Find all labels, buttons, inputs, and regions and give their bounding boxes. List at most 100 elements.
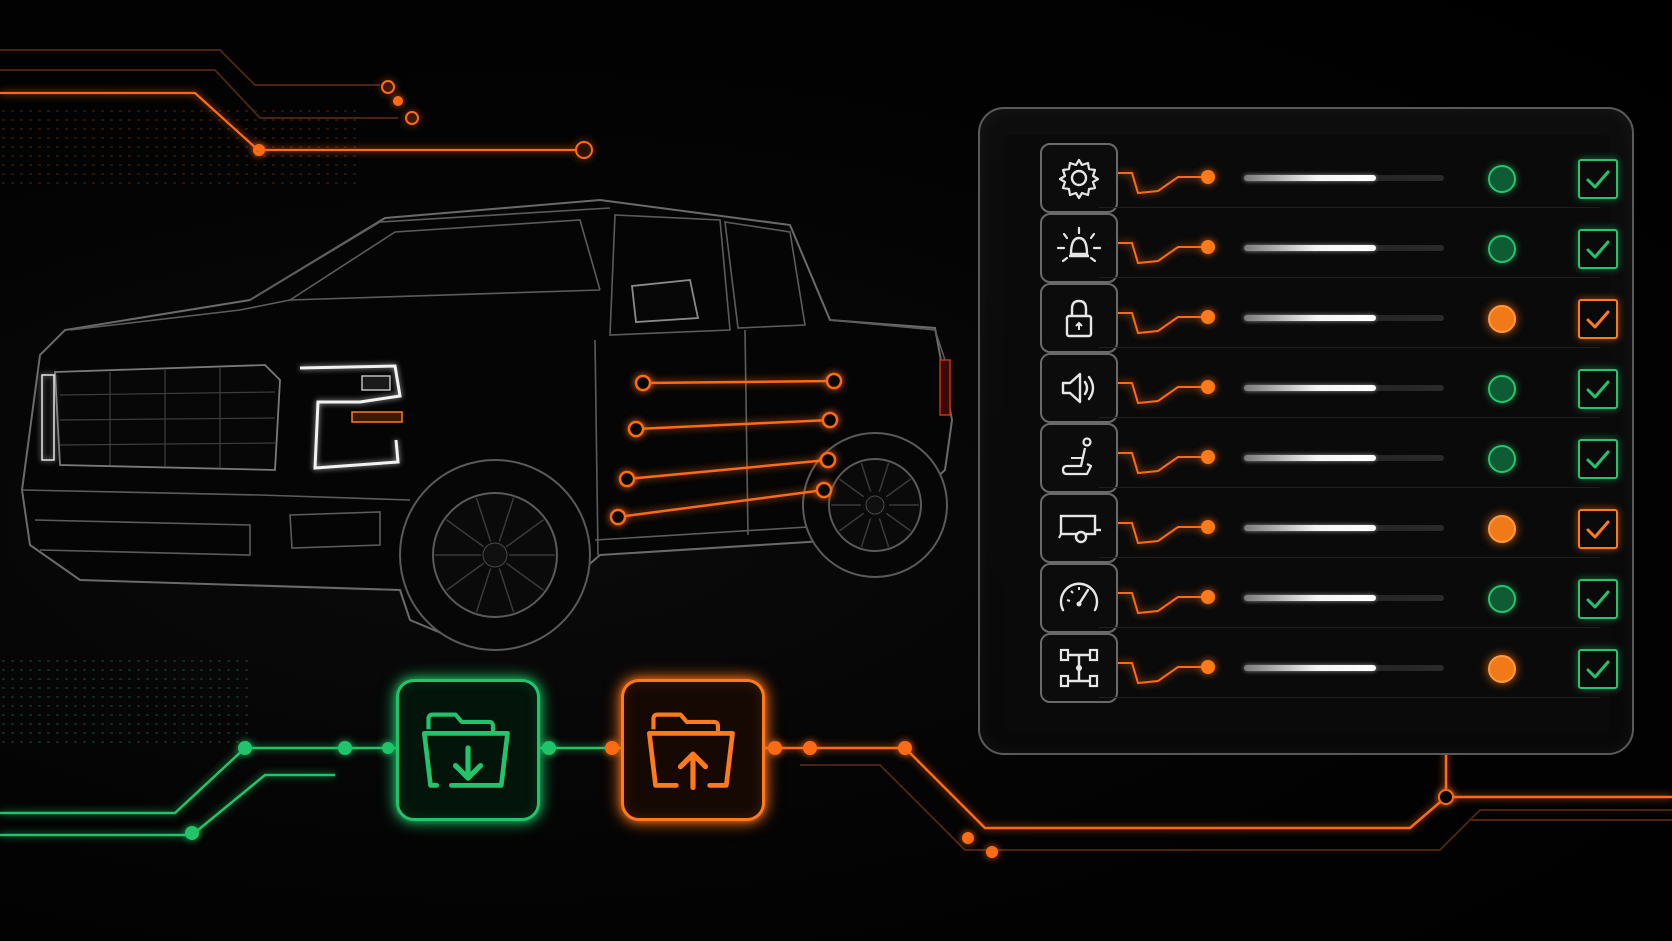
diagnostic-row[interactable]	[1004, 485, 1618, 563]
grid-dot	[164, 714, 167, 716]
level-slider[interactable]	[1244, 595, 1444, 601]
grid-dot	[128, 128, 131, 130]
grid-dot	[146, 714, 149, 716]
diagnostic-row[interactable]	[1004, 415, 1618, 493]
truck-rear-window	[724, 221, 806, 329]
grid-dot	[200, 128, 203, 130]
grid-dot	[74, 741, 77, 743]
grid-dot	[299, 155, 302, 157]
grid-dot	[137, 119, 140, 121]
level-slider[interactable]	[1244, 245, 1444, 251]
row-checkbox[interactable]	[1578, 159, 1618, 199]
row-checkbox[interactable]	[1578, 509, 1618, 549]
row-checkbox[interactable]	[1578, 649, 1618, 689]
diagnostic-icon-tile	[1040, 423, 1118, 493]
grid-dot	[74, 714, 77, 716]
grid-dot	[164, 164, 167, 166]
checkmark-icon	[1586, 520, 1610, 539]
grid-dot	[245, 119, 248, 121]
row-checkbox[interactable]	[1578, 369, 1618, 409]
diagnostic-row[interactable]	[1004, 345, 1618, 423]
grid-dot	[173, 687, 176, 689]
grid-dot	[200, 137, 203, 139]
grid-dot	[11, 155, 14, 157]
grid-dot	[92, 110, 95, 112]
grid-dot	[182, 732, 185, 734]
grid-dot	[200, 669, 203, 671]
grid-dot	[101, 678, 104, 680]
folder-upload-tile[interactable]	[621, 679, 765, 821]
grid-dot	[29, 660, 32, 662]
grid-dot	[155, 678, 158, 680]
diagnostic-row[interactable]	[1004, 555, 1618, 633]
grid-dot	[47, 173, 50, 175]
trace-node	[185, 826, 199, 840]
grid-dot	[56, 741, 59, 743]
grid-dot	[65, 669, 68, 671]
level-slider[interactable]	[1244, 385, 1444, 391]
grid-dot	[227, 660, 230, 662]
grid-dot	[92, 669, 95, 671]
grid-dot	[56, 164, 59, 166]
trace-node	[338, 741, 352, 755]
grid-dot	[110, 723, 113, 725]
grid-dot	[83, 741, 86, 743]
grid-dot	[38, 696, 41, 698]
grid-dot	[128, 182, 131, 184]
grid-dot	[20, 119, 23, 121]
grid-dot	[173, 732, 176, 734]
grid-dot	[119, 155, 122, 157]
grid-dot	[146, 678, 149, 680]
grid-dot	[236, 146, 239, 148]
grid-dot	[263, 182, 266, 184]
grid-dot	[38, 137, 41, 139]
diagnostic-row[interactable]	[1004, 205, 1618, 283]
grid-dot	[335, 173, 338, 175]
grid-dot	[173, 182, 176, 184]
level-slider[interactable]	[1244, 455, 1444, 461]
grid-dot	[20, 687, 23, 689]
grid-dot	[308, 173, 311, 175]
truck-fog-housing	[289, 511, 381, 549]
grid-dot	[101, 723, 104, 725]
grid-dot	[74, 155, 77, 157]
grid-dot	[209, 660, 212, 662]
row-checkbox[interactable]	[1578, 229, 1618, 269]
diagnostic-row[interactable]	[1004, 625, 1618, 703]
grid-dot	[38, 182, 41, 184]
grid-dot	[317, 155, 320, 157]
level-slider[interactable]	[1244, 525, 1444, 531]
trace-node	[253, 144, 265, 156]
trace-node	[1438, 789, 1454, 805]
grid-dot	[218, 660, 221, 662]
checkmark-icon	[1586, 310, 1610, 329]
grid-dot	[29, 137, 32, 139]
folder-download-tile[interactable]	[396, 679, 540, 821]
grid-dot	[155, 705, 158, 707]
grid-dot	[191, 696, 194, 698]
level-slider[interactable]	[1244, 315, 1444, 321]
grid-dot	[245, 182, 248, 184]
diagnostic-row[interactable]	[1004, 135, 1618, 213]
grid-dot	[317, 119, 320, 121]
row-checkbox[interactable]	[1578, 299, 1618, 339]
grid-dot	[74, 173, 77, 175]
grid-dot	[137, 669, 140, 671]
wheel-spoke	[505, 562, 544, 591]
grid-dot	[137, 660, 140, 662]
row-checkbox[interactable]	[1578, 579, 1618, 619]
diagnostic-row[interactable]	[1004, 275, 1618, 353]
grid-dot	[209, 714, 212, 716]
grid-dot	[137, 155, 140, 157]
wheel-spokes	[435, 462, 919, 613]
grid-dot	[299, 128, 302, 130]
level-slider[interactable]	[1244, 175, 1444, 181]
grid-dot	[326, 182, 329, 184]
diagnostic-list	[1004, 135, 1618, 731]
row-checkbox[interactable]	[1578, 439, 1618, 479]
grid-dot	[173, 723, 176, 725]
grid-dot	[101, 164, 104, 166]
grid-dot	[47, 705, 50, 707]
level-slider[interactable]	[1244, 665, 1444, 671]
grid-dot	[236, 155, 239, 157]
